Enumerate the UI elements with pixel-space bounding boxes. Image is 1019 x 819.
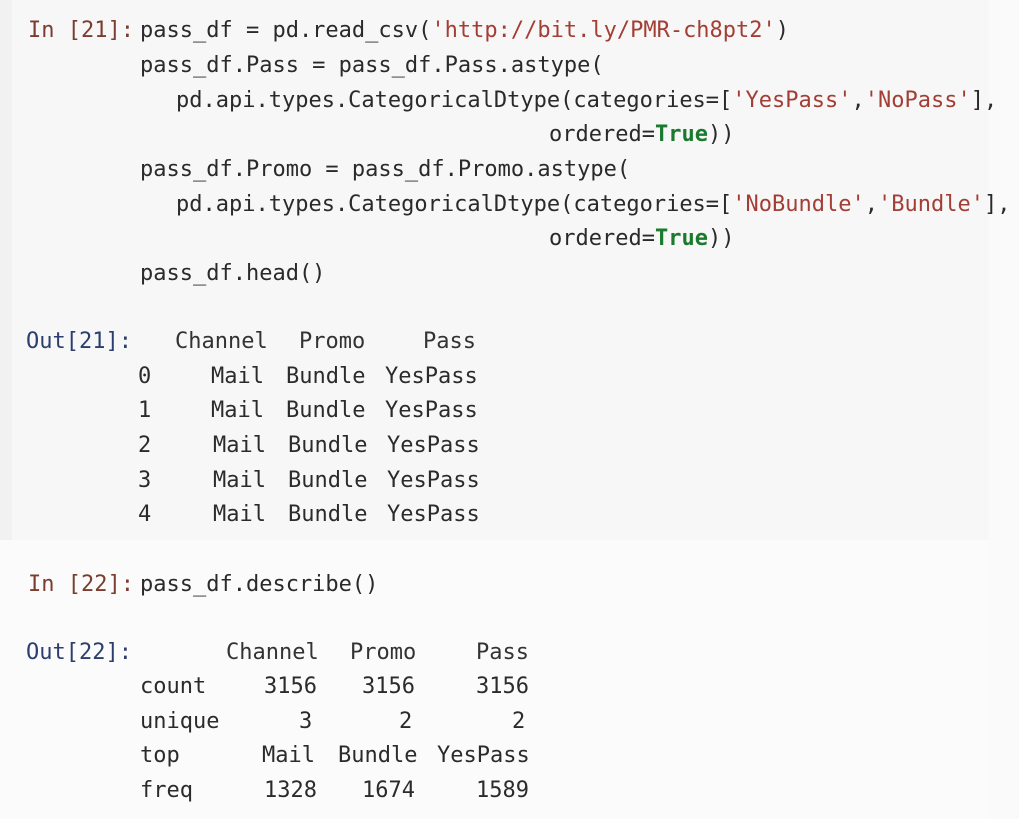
code-text: ) <box>775 18 790 43</box>
code-line-5: pass_df.Promo = pass_df.Promo.astype( <box>140 157 631 182</box>
table-cell: YesPass <box>387 433 480 458</box>
table-cell: 3156 <box>264 674 317 699</box>
row-index: 3 <box>138 468 152 493</box>
table-cell: YesPass <box>385 398 478 423</box>
code-text: , <box>864 192 878 217</box>
in-prompt-22: In [22]: <box>28 572 134 597</box>
table-cell: 1674 <box>362 778 415 803</box>
string-literal: 'Bundle' <box>878 192 984 217</box>
column-header: Promo <box>299 329 366 354</box>
table-cell: Bundle <box>288 502 368 527</box>
table-cell: YesPass <box>387 468 480 493</box>
lower-background <box>0 540 1019 819</box>
table-cell: Bundle <box>338 743 418 768</box>
row-index: 4 <box>138 502 152 527</box>
column-header: Pass <box>476 640 529 665</box>
code-line-8: pass_df.head() <box>140 261 326 286</box>
table-cell: Bundle <box>288 433 368 458</box>
code-text: ], <box>970 88 998 113</box>
table-cell: Mail <box>211 398 264 423</box>
code-text: , <box>851 88 865 113</box>
string-literal: 'YesPass' <box>732 88 852 113</box>
row-index: freq <box>140 778 193 803</box>
code-line-3: pd.api.types.CategoricalDtype(categories… <box>176 88 997 114</box>
out-prompt-21: Out[21]: <box>26 329 132 354</box>
code-line-6: pd.api.types.CategoricalDtype(categories… <box>176 192 1010 218</box>
row-index: unique <box>140 709 220 734</box>
code-line-4: ordered=True)) <box>549 122 734 148</box>
row-index: 2 <box>138 433 152 458</box>
table-cell: Mail <box>213 502 266 527</box>
code-text: ordered= <box>549 122 655 147</box>
table-cell: 2 <box>512 709 526 734</box>
column-header: Pass <box>423 329 476 354</box>
string-literal: 'NoPass' <box>864 88 971 113</box>
row-index: 0 <box>138 364 152 389</box>
keyword: True <box>654 122 708 147</box>
column-header: Channel <box>175 329 268 354</box>
column-header: Channel <box>226 640 319 665</box>
table-cell: Mail <box>211 364 264 389</box>
table-cell: Mail <box>262 743 315 768</box>
code-text: pd.api.types.CategoricalDtype(categories… <box>176 192 733 217</box>
table-cell: Bundle <box>286 364 366 389</box>
right-margin <box>989 0 1019 819</box>
in-prompt-21: In [21]: <box>28 18 134 43</box>
table-cell: 3156 <box>476 674 529 699</box>
table-cell: Mail <box>213 468 266 493</box>
keyword: True <box>654 226 708 251</box>
out-prompt-22: Out[22]: <box>26 640 132 665</box>
table-cell: 2 <box>399 709 413 734</box>
code-text: pd.api.types.CategoricalDtype(categories… <box>176 88 733 113</box>
table-cell: YesPass <box>387 502 480 527</box>
table-cell: 3156 <box>362 674 415 699</box>
table-cell: YesPass <box>385 364 478 389</box>
table-cell: YesPass <box>437 743 530 768</box>
code-text: )) <box>707 122 735 147</box>
code-line-2: pass_df.Pass = pass_df.Pass.astype( <box>140 53 604 78</box>
column-header: Promo <box>350 640 417 665</box>
row-index: count <box>140 674 207 699</box>
code-text: )) <box>707 226 735 251</box>
table-cell: Mail <box>213 433 266 458</box>
string-literal: 'http://bit.ly/PMR-ch8pt2' <box>431 18 776 43</box>
code-text: pass_df = pd.read_csv( <box>140 18 432 43</box>
code-line-7: ordered=True)) <box>549 226 734 252</box>
row-index: 1 <box>138 398 152 423</box>
code-text: ], <box>983 192 1011 217</box>
table-cell: 1589 <box>476 778 529 803</box>
row-index: top <box>140 743 180 768</box>
table-cell: 3 <box>299 709 313 734</box>
code-line-describe: pass_df.describe() <box>140 572 379 597</box>
code-line-1: pass_df = pd.read_csv('http://bit.ly/PMR… <box>140 18 789 44</box>
table-cell: Bundle <box>286 398 366 423</box>
code-text: ordered= <box>549 226 655 251</box>
table-cell: Bundle <box>288 468 368 493</box>
string-literal: 'NoBundle' <box>732 192 865 217</box>
table-cell: 1328 <box>264 778 317 803</box>
